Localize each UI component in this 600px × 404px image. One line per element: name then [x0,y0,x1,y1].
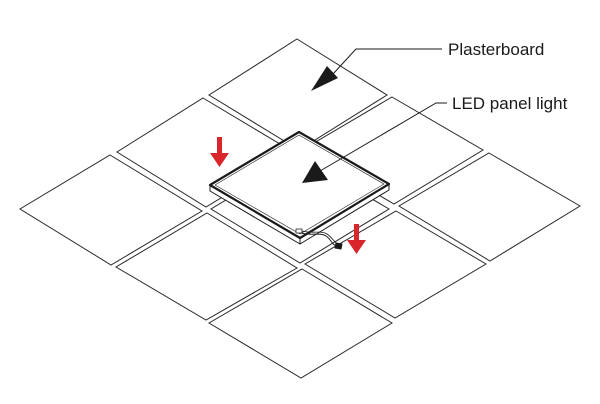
plasterboard-leader-line [332,48,442,75]
plasterboard-tile-right [398,152,581,262]
panel-cable [300,232,339,247]
plasterboard-tile-bottom-left [115,212,298,321]
led-panel-light [208,130,391,250]
plasterboard-leader [311,48,442,91]
led-panel-leader-line [319,102,447,172]
plasterboard-label: Plasterboard [448,40,544,59]
led-panel-leader [302,102,447,183]
led-panel-light-label: LED panel light [452,94,568,113]
cable-plug [334,242,343,250]
plasterboard-tile-top-right [301,96,484,205]
black-pointer-arrow-icon [311,66,338,91]
plasterboard-tile-bottom [208,268,393,379]
red-down-arrow-icon [210,137,229,167]
panel-connector [295,228,303,234]
panel-cable-2 [301,230,340,245]
panel-top-face [208,130,391,240]
black-pointer-arrow-icon [302,161,328,183]
red-down-arrow-icon [347,224,366,254]
panel-inner-frame [214,134,385,235]
plasterboard-tile-left [19,154,203,266]
